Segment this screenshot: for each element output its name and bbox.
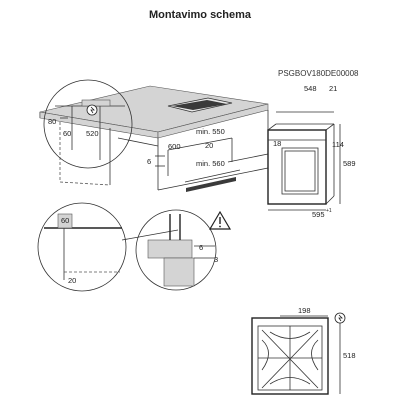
dim-548: 548: [304, 84, 317, 93]
oven-top-view: [251, 317, 329, 395]
dim-6-detail: 6: [199, 243, 203, 252]
dim-min-550: min. 550: [196, 127, 225, 136]
plug-icon: [86, 104, 98, 116]
dim-min-560: min. 560: [196, 159, 225, 168]
dim-20: 20: [205, 141, 213, 150]
dim-60-detail: 60: [61, 216, 69, 225]
dim-198: 198: [298, 306, 311, 315]
dim-18: 18: [273, 139, 281, 148]
page-title: Montavimo schema: [148, 9, 252, 21]
dim-600: 600: [168, 142, 181, 151]
dim-595: 595: [312, 210, 325, 219]
cabinet-perspective: [39, 85, 269, 192]
dim-518: 518: [343, 351, 356, 360]
dim-589: 589: [343, 159, 356, 168]
dim-595-tolerance: +1: [326, 208, 332, 214]
dim-20-detail: 20: [68, 276, 76, 285]
dim-21: 21: [329, 84, 337, 93]
warning-icon: [208, 210, 232, 230]
detail-circle-base: [37, 202, 127, 292]
dim-3: 3: [214, 255, 218, 264]
plug-icon: [334, 312, 346, 324]
mounting-detail: [121, 209, 217, 291]
dim-80: 80: [48, 117, 56, 126]
dim-520: 520: [86, 129, 99, 138]
dim-60: 60: [63, 129, 71, 138]
dim-114: 114: [332, 140, 344, 149]
dim-6: 6: [147, 157, 151, 166]
oven-front-view: [267, 123, 335, 205]
detail-circle-socket: [43, 79, 133, 169]
document-code: PSGBOV180DE00008: [278, 69, 359, 78]
